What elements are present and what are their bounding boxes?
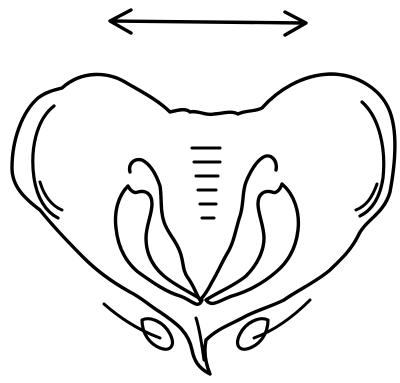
- left-pubic-ramus: [104, 304, 160, 338]
- arrow-shaft: [112, 21, 304, 23]
- right-pelvic-inlet: [206, 184, 298, 303]
- sacral-foramina: [192, 148, 220, 218]
- width-arrow: [110, 10, 306, 35]
- right-iliac-crest: [360, 102, 384, 216]
- sacrum-outline: [130, 156, 277, 300]
- pubic-symphysis: [196, 318, 204, 360]
- left-pelvic-inlet: [116, 186, 203, 304]
- left-iliac-crest: [33, 106, 58, 218]
- pelvis-outline: [12, 74, 395, 374]
